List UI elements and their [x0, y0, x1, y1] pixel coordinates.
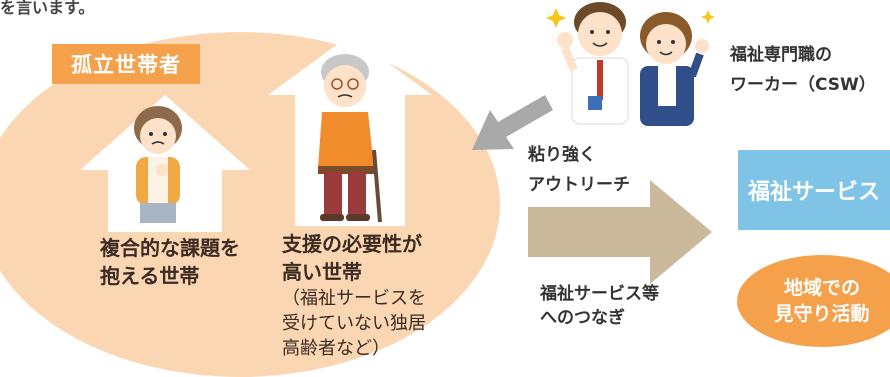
connection-arrow-icon: [528, 180, 712, 284]
welfare-services-box: 福祉サービス: [738, 150, 890, 230]
woman-illustration-icon: [134, 106, 182, 223]
community-watch-line2: 見守り活動: [774, 303, 870, 325]
connection-line2: へのつなぎ: [540, 308, 625, 328]
community-watch-line1: 地域での: [783, 277, 860, 299]
community-watch-badge: 地域での 見守り活動: [737, 255, 890, 347]
outreach-arrow-icon: [472, 95, 553, 150]
welfare-workers-illustration-icon: [546, 2, 715, 126]
isolated-households-label: 孤立世帯者: [52, 44, 200, 84]
household-2-note1: （福祉サービスを: [282, 288, 426, 309]
household-2-note2: 受けていない独居: [282, 313, 426, 334]
household-2-note3: 高齢者など）: [282, 338, 390, 359]
household-2-label: 支援の必要性が 高い世帯 （福祉サービスを 受けていない独居 高齢者など）: [282, 230, 426, 361]
outreach-line2: アウトリーチ: [528, 175, 630, 195]
household-1-label: 複合的な課題を 抱える世帯: [100, 234, 240, 290]
intro-text: を言います。: [0, 0, 95, 17]
household-2-line1: 支援の必要性が: [282, 232, 422, 256]
elderly-man-illustration-icon: [318, 54, 382, 223]
connection-line1: 福祉サービス等: [540, 284, 659, 304]
household-1-line2: 抱える世帯: [100, 264, 200, 288]
outreach-line1: 粘り強く: [528, 145, 596, 165]
csw-line2: ワーカー（CSW）: [730, 75, 876, 95]
outreach-label: 粘り強く アウトリーチ: [528, 140, 630, 200]
connection-label: 福祉サービス等 へのつなぎ: [540, 282, 659, 330]
household-2-line2: 高い世帯: [282, 260, 362, 284]
household-1-line1: 複合的な課題を: [100, 236, 240, 260]
csw-line1: 福祉専門職の: [730, 45, 832, 65]
csw-label: 福祉専門職の ワーカー（CSW）: [730, 40, 876, 100]
diagram-graphics: [80, 2, 715, 284]
